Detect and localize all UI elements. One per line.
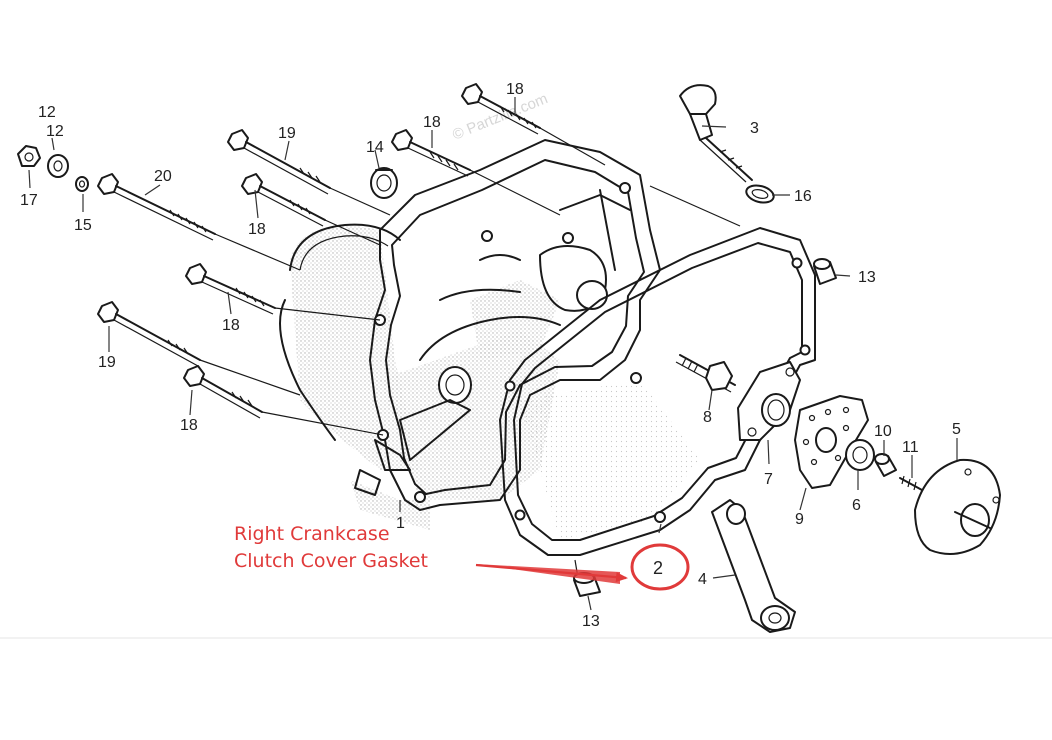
part-label-18-left-upper: 18 (248, 221, 266, 238)
part-label-15: 15 (74, 217, 92, 234)
part-label-14: 14 (366, 139, 384, 156)
part-label-11: 11 (902, 439, 919, 456)
part-label-12-upper: 12 (38, 104, 56, 121)
dowel-pin-13-upper (813, 258, 837, 285)
part-label-3: 3 (750, 120, 759, 137)
clutch-lever-4 (711, 499, 796, 633)
part-label-4: 4 (698, 571, 707, 588)
part-label-10: 10 (874, 423, 892, 440)
part-label-12-lower: 12 (46, 123, 64, 140)
leader-lines (28, 97, 958, 611)
bolt-18-left-middle (185, 263, 276, 315)
part-labels: 1 3 4 5 6 7 8 9 10 11 12 12 13 13 14 15 … (20, 81, 961, 630)
part-label-5: 5 (952, 421, 961, 438)
washer-12 (47, 154, 69, 178)
part-label-19-top: 19 (278, 125, 296, 142)
part-label-18-left-middle: 18 (222, 317, 240, 334)
nut-17 (17, 145, 41, 167)
part-label-1: 1 (396, 515, 405, 532)
part-label-17: 17 (20, 192, 38, 209)
bolt-18-top (461, 83, 541, 135)
cover-plate-5 (914, 458, 1001, 555)
part-label-18-top: 18 (506, 81, 524, 98)
gasket-annotation: Right Crankcase Clutch Cover Gasket 2 (234, 523, 690, 591)
oil-seal-6 (845, 439, 875, 471)
part-label-13-right: 13 (858, 269, 876, 286)
bolt-18-left-lower (183, 365, 263, 419)
part-label-20: 20 (154, 168, 172, 185)
oil-seal-14 (370, 167, 398, 199)
cam-plate-9 (794, 395, 869, 489)
stud-bolt-8 (675, 354, 736, 393)
bolt-19-lower (97, 301, 201, 367)
bolt-20-long (97, 173, 216, 241)
crankcase-cover (279, 139, 700, 540)
part-label-6: 6 (852, 497, 861, 514)
part-label-7: 7 (764, 471, 773, 488)
part-label-2: 2 (653, 558, 663, 578)
part-label-16: 16 (794, 188, 812, 205)
part-label-19-lower: 19 (98, 354, 116, 371)
bolt-19-top (227, 129, 331, 195)
lifter-plate-7 (737, 361, 801, 441)
part-label-18-left-lower: 18 (180, 417, 198, 434)
collar-10 (874, 453, 897, 477)
bolt-18-mid (391, 129, 471, 177)
alignment-lines (199, 127, 741, 591)
annotation-circle (630, 543, 690, 591)
washer-15 (75, 176, 89, 192)
annotation-arrow-taper (476, 564, 620, 584)
oil-filler-cap-3 (679, 84, 753, 183)
part-label-18-mid: 18 (423, 114, 441, 131)
annotation-line-2: Clutch Cover Gasket (234, 550, 428, 572)
bolt-11 (899, 475, 923, 491)
part-label-8: 8 (703, 409, 712, 426)
part-label-9: 9 (795, 511, 804, 528)
o-ring-16 (745, 184, 775, 204)
part-label-13-bottom: 13 (582, 613, 600, 630)
annotation-line-1: Right Crankcase (234, 523, 390, 545)
bolt-18-left-upper (241, 173, 326, 227)
